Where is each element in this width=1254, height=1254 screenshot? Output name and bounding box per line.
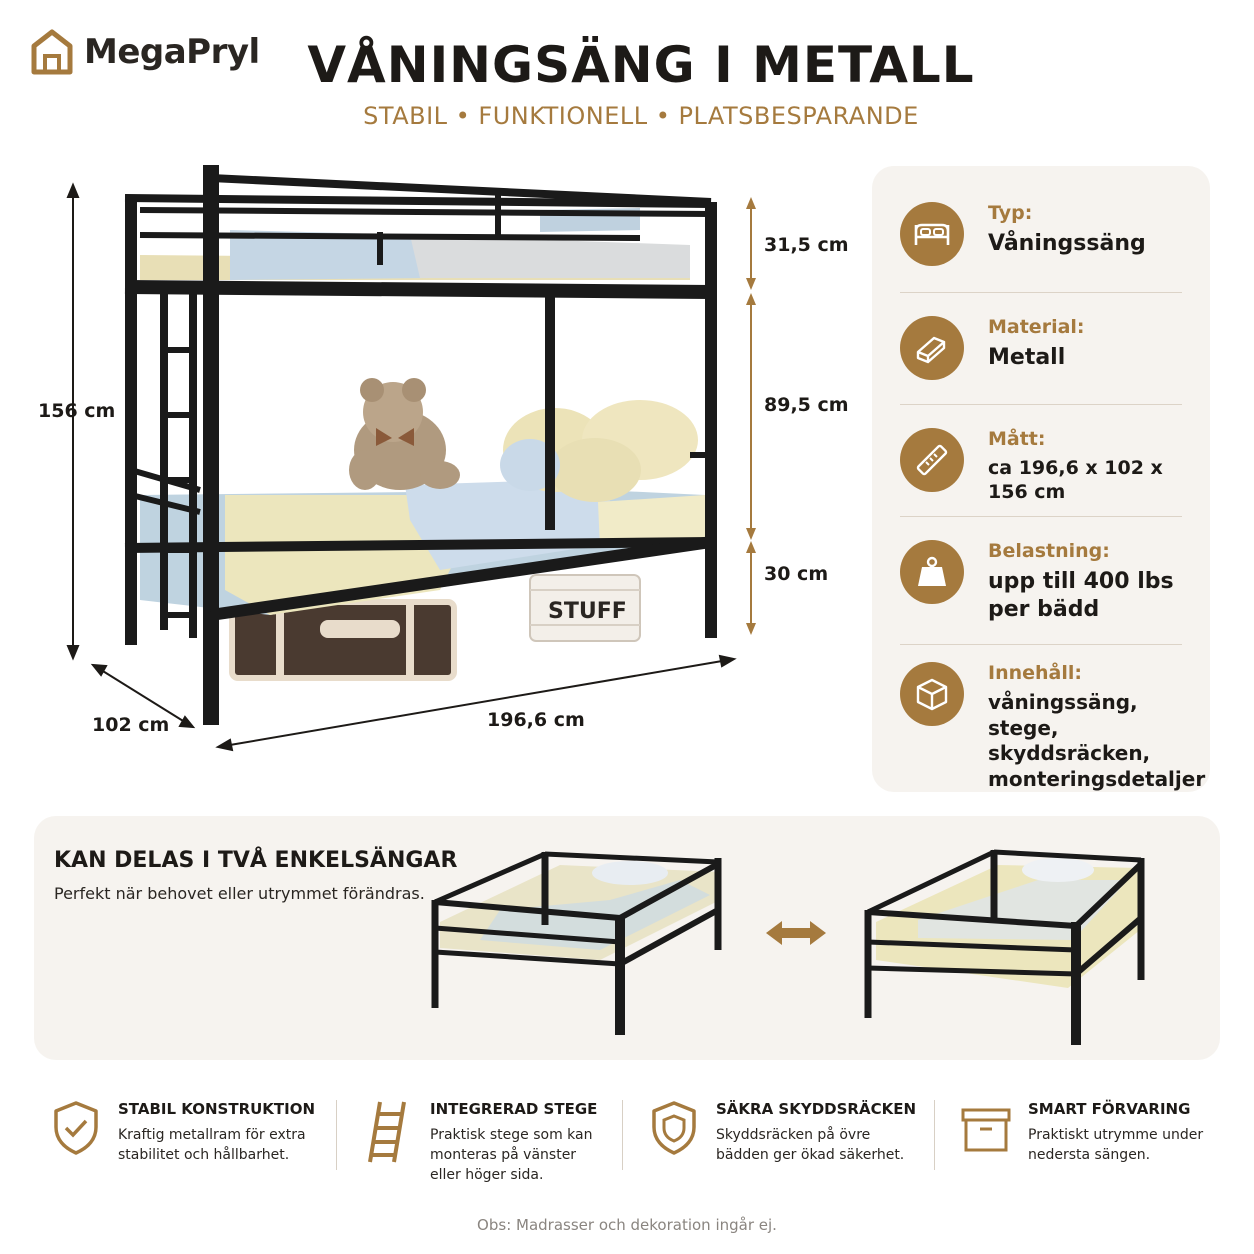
spec-type: Typ: Våningssäng — [900, 202, 1182, 266]
spec-value: Våningssäng — [988, 231, 1146, 256]
dimension-lines — [66, 182, 756, 752]
feature-title: STABIL KONSTRUKTION — [118, 1100, 316, 1118]
spec-dimensions: Mått: ca 196,6 x 102 x 156 cm — [900, 428, 1182, 505]
dim-width: 102 cm — [92, 714, 170, 736]
divider — [336, 1100, 337, 1170]
divider — [934, 1100, 935, 1170]
shield-icon — [652, 1101, 696, 1155]
feature-desc: Praktiskt utrymme under nedersta sängen. — [1028, 1127, 1204, 1163]
spec-label: Innehåll: — [988, 662, 1082, 684]
suitcase — [229, 599, 457, 681]
bed-frame — [124, 165, 717, 725]
feature-rails: SÄKRA SKYDDSRÄCKEN Skyddsräcken på övre b… — [648, 1100, 921, 1166]
divider — [900, 644, 1182, 645]
upper-mattress — [140, 208, 690, 280]
divider — [900, 292, 1182, 293]
divider — [622, 1100, 623, 1170]
dim-length: 196,6 cm — [487, 709, 585, 731]
footnote: Obs: Madrasser och dekoration ingår ej. — [477, 1216, 777, 1234]
single-bed-right — [864, 849, 1145, 1045]
feature-desc: Skyddsräcken på övre bädden ger ökad säk… — [716, 1127, 905, 1163]
ladder-icon — [368, 1101, 406, 1163]
spec-label: Belastning: — [988, 540, 1110, 562]
brand-name: MegaPryl — [84, 32, 260, 72]
feature-desc: Kraftig metallram för extra stabilitet o… — [118, 1127, 306, 1163]
spec-label: Material: — [988, 316, 1085, 338]
beams-icon — [900, 316, 964, 380]
spec-label: Mått: — [988, 428, 1046, 450]
storage-basket: STUFF — [529, 574, 641, 642]
spec-material: Material: Metall — [900, 316, 1182, 380]
stuff-label: STUFF — [548, 599, 627, 624]
page-subtitle: STABIL • FUNKTIONELL • PLATSBESPARANDE — [363, 102, 919, 130]
divider — [900, 404, 1182, 405]
feature-title: INTEGRERAD STEGE — [430, 1100, 598, 1118]
ruler-icon — [900, 428, 964, 492]
spec-value: upp till 400 lbs per bädd — [988, 569, 1174, 623]
dim-between-beds: 89,5 cm — [764, 394, 849, 416]
house-icon — [31, 29, 73, 75]
feature-desc: Praktisk stege som kan monteras på vänst… — [430, 1127, 593, 1183]
weight-icon — [900, 540, 964, 604]
feature-title: SÄKRA SKYDDSRÄCKEN — [716, 1100, 917, 1118]
split-title: KAN DELAS I TVÅ ENKELSÄNGAR — [54, 848, 458, 873]
storage-box-icon — [961, 1108, 1011, 1152]
divider — [900, 516, 1182, 517]
bed-icon — [900, 202, 964, 266]
spec-value: våningssäng, stege, skyddsräcken, monter… — [988, 690, 1206, 791]
teddy-bear — [349, 378, 460, 490]
spec-contents: Innehåll: våningssäng, stege, skyddsräcke… — [900, 662, 1205, 792]
page-title: VÅNINGSÄNG I METALL — [307, 36, 975, 94]
feature-ladder: INTEGRERAD STEGE Praktisk stege som kan m… — [362, 1100, 605, 1186]
feature-storage: SMART FÖRVARING Praktiskt utrymme under n… — [960, 1100, 1208, 1166]
feature-stable: STABIL KONSTRUKTION Kraftig metallram för… — [50, 1100, 323, 1166]
dim-total-height: 156 cm — [38, 400, 116, 422]
spec-value: ca 196,6 x 102 x 156 cm — [988, 457, 1163, 504]
brand-logo: MegaPryl — [30, 28, 260, 76]
spec-label: Typ: — [988, 202, 1033, 224]
shield-check-icon — [54, 1101, 98, 1155]
bunk-bed-illustration: STUFF — [66, 165, 756, 752]
spec-value: Metall — [988, 345, 1066, 370]
box-icon — [900, 662, 964, 726]
double-arrow-icon — [766, 921, 826, 945]
single-bed-left — [431, 851, 722, 1035]
feature-title: SMART FÖRVARING — [1028, 1100, 1191, 1118]
dim-bottom-clearance: 30 cm — [764, 563, 829, 585]
spec-load: Belastning: upp till 400 lbs per bädd — [900, 540, 1182, 624]
dim-top-rail: 31,5 cm — [764, 234, 849, 256]
split-description: Perfekt när behovet eller utrymmet förän… — [54, 884, 425, 903]
spec-panel: Typ: Våningssäng Material: Metall Mått: ca … — [872, 166, 1210, 792]
